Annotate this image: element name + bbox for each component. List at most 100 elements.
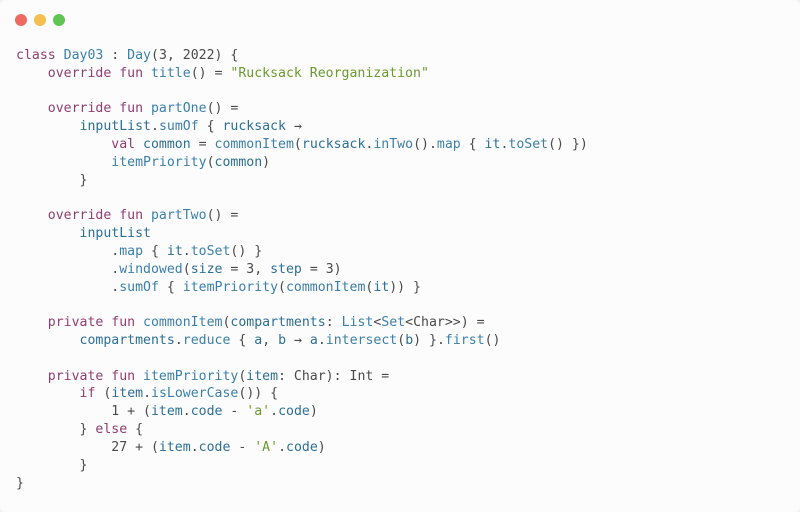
code-token: override fun [47,65,151,81]
code-token: , [262,333,279,348]
code-token: it [373,279,390,295]
code-token: → [286,119,302,135]
code-line: private fun commonItem(compartments: Lis… [16,314,588,332]
code-token: { [143,243,167,259]
code-token: compartments [79,333,175,348]
code-token: . [190,439,199,455]
close-window-button[interactable] [15,14,27,26]
code-line [16,296,588,314]
code-token: . [270,404,279,420]
code-token: . [16,243,120,259]
code-token: { [198,119,223,135]
code-line: .windowed(size = 3, step = 3) [16,261,588,279]
code-token: inputList [79,226,151,242]
code-token: step [270,261,302,277]
code-token: 'A' [254,439,279,455]
code-token: commonItem [214,137,294,153]
code-token: . [278,439,287,455]
code-line: override fun partTwo() = [16,207,588,225]
code-token: ()) { [238,386,279,402]
code-token: inTwo [373,137,414,153]
code-token: ( [397,333,406,348]
code-token: ( [95,386,112,402]
code-token: . [500,137,509,153]
code-token: item [150,404,183,420]
code-token: . [16,279,120,295]
code-line: inputList.sumOf { rucksack → [16,118,588,136]
code-token: toSet [508,137,549,153]
code-token: } [16,422,96,438]
code-token: 27 + ( [16,439,159,455]
code-token: it [166,243,183,259]
code-token: . [317,333,326,348]
code-token [16,386,80,401]
title-bar [0,0,800,40]
code-line: if (item.isLowerCase()) { [16,385,588,403]
code-token: private fun [47,315,144,331]
code-token: rucksack [301,137,366,153]
code-token [16,137,111,152]
code-token: class [16,48,64,63]
code-token: List [341,315,374,331]
code-token: . [365,137,374,153]
code-token: map [436,137,461,153]
code-token: Day [127,48,151,63]
minimize-window-button[interactable] [34,14,46,26]
code-token: = 3) [301,261,342,277]
code-token [16,119,80,134]
code-token: } [16,457,88,473]
code-token: code [286,439,318,455]
code-token: } [16,475,24,491]
code-line: } [16,457,588,475]
code-token: )) } [389,279,421,295]
code-token: val [111,137,144,153]
code-token [16,369,48,384]
code-token: "Rucksack Reorganization" [230,65,429,81]
code-token: = [190,137,215,153]
code-line: 1 + (item.code - 'a'.code) [16,403,588,421]
code-token: inputList [79,119,151,135]
code-token: } [16,172,88,188]
code-line: .sumOf { itemPriority(commonItem(it)) } [16,279,588,297]
code-token: ) [317,439,326,455]
code-editor[interactable]: class Day03 : Day(3, 2022) { override fu… [16,47,588,492]
code-token: : Char): Int = [278,368,390,384]
code-token: itemPriority [111,154,207,170]
code-line: } [16,475,588,493]
code-token: - [230,439,255,455]
code-token: title [150,65,191,81]
code-token: ( [238,368,247,384]
code-token: partOne [150,101,207,117]
code-token: commonItem [285,279,366,295]
code-token: rucksack [222,119,287,135]
code-token: a [254,333,263,348]
code-token: () = [206,101,239,117]
code-token: item [111,386,144,402]
code-token: () [484,333,501,348]
code-token: b [278,333,287,348]
code-token [16,101,48,116]
code-token: <Char>>) = [405,315,485,331]
code-token: { [230,333,255,348]
code-line: class Day03 : Day(3, 2022) { [16,47,588,65]
code-token [16,333,80,348]
code-line: val common = commonItem(rucksack.inTwo()… [16,136,588,154]
code-token: → [286,333,310,348]
code-token: ( [365,279,374,295]
code-token: a [309,333,318,348]
code-token: : [325,315,342,331]
code-token: isLowerCase [151,386,239,402]
code-token: ( [293,137,302,153]
code-token: : [103,48,128,63]
code-token: it [484,137,501,153]
code-line [16,190,588,208]
code-token: itemPriority [182,279,279,295]
zoom-window-button[interactable] [53,14,65,26]
code-token: ( [278,279,286,295]
code-token: . [151,119,159,135]
code-token: { [158,279,183,295]
code-token: 'a' [246,404,271,420]
code-token: item [246,368,279,384]
code-token: common [143,137,191,153]
